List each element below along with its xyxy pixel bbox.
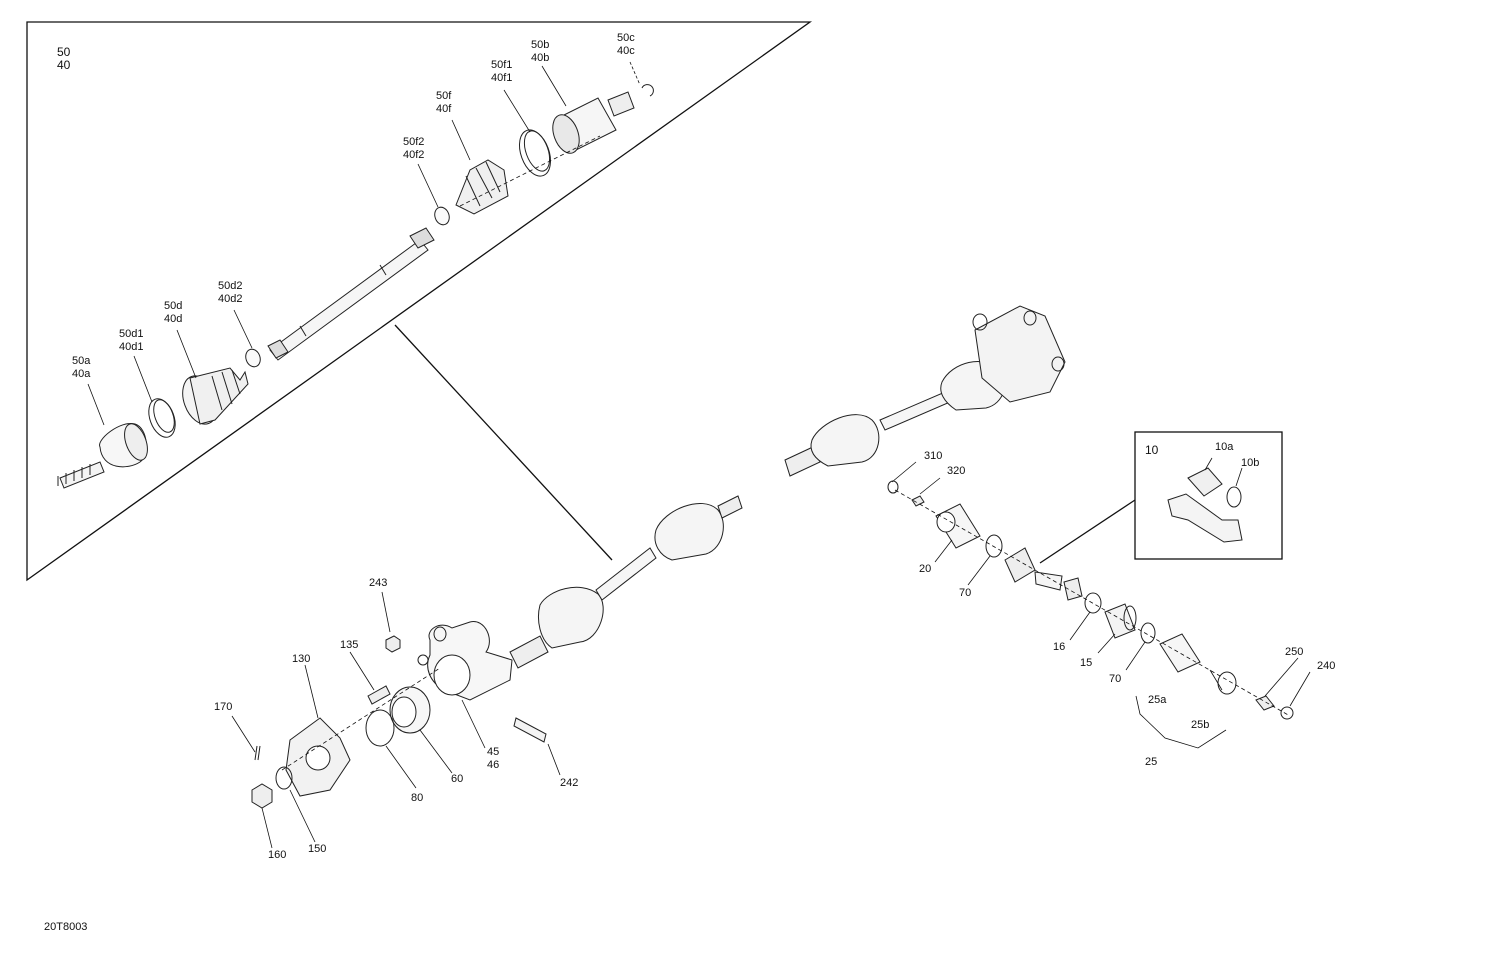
washer-150	[275, 766, 293, 790]
inset-leader-line	[394, 324, 613, 561]
callout-70-a: 70	[959, 587, 972, 599]
cotter-pin-170	[254, 745, 261, 761]
callout-243: 243	[369, 577, 388, 589]
nut-243	[385, 635, 401, 653]
bolt-135	[367, 685, 391, 705]
inner-cv-joint	[552, 91, 635, 154]
bolt-242	[513, 717, 547, 743]
callout-160: 160	[268, 849, 287, 861]
nut-160	[251, 783, 273, 809]
diagram-reference-code: 20T8003	[44, 921, 88, 933]
axle-shaft-bar	[269, 239, 429, 361]
clamp-50f2	[434, 206, 450, 226]
circlip-50c	[641, 84, 654, 97]
bolt-250	[1255, 695, 1275, 711]
inset-leader-lines	[87, 61, 641, 426]
knuckle-assembly	[417, 621, 513, 701]
center-leader-lines	[231, 591, 561, 849]
right-leader-lines	[891, 457, 1311, 749]
sleeve-25a	[1159, 633, 1201, 673]
clamp-50d2	[245, 348, 261, 368]
bolt-320	[911, 495, 925, 507]
circlip-80	[365, 709, 395, 747]
callout-20: 20	[919, 563, 932, 575]
ring-10b	[1226, 486, 1242, 508]
callout-170: 170	[214, 701, 233, 713]
washer-240	[1280, 706, 1294, 720]
callout-80: 80	[411, 792, 424, 804]
callout-130: 130	[292, 653, 311, 665]
callout-25: 25	[1145, 756, 1158, 768]
ring-70-b	[1140, 622, 1156, 644]
callout-70-b: 70	[1109, 673, 1122, 685]
callout-250: 250	[1285, 646, 1304, 658]
assembled-axle	[509, 495, 743, 669]
boot-50f	[455, 159, 509, 215]
callout-240: 240	[1317, 660, 1336, 672]
shaft-detail-inset-frame	[26, 21, 813, 582]
ring-70-a	[985, 534, 1003, 558]
coupler-15	[1104, 603, 1137, 639]
ring-16	[1084, 592, 1102, 614]
callout-242: 242	[560, 777, 579, 789]
detail-10-parts	[1167, 467, 1243, 543]
callout-15: 15	[1080, 657, 1093, 669]
hub-130	[285, 717, 351, 797]
callout-150: 150	[308, 843, 327, 855]
callout-25b: 25b	[1191, 719, 1210, 731]
detail-10-leader-line	[1039, 499, 1136, 564]
callout-320: 320	[947, 465, 966, 477]
bearing-60	[389, 686, 431, 734]
detail-10-inset-frame	[1134, 431, 1283, 560]
callout-135: 135	[340, 639, 359, 651]
front-differential-axle	[784, 305, 1066, 477]
callout-10: 10	[1145, 443, 1159, 457]
callout-310: 310	[924, 450, 943, 462]
clamp-50d1	[148, 398, 176, 438]
callout-10a: 10a	[1215, 441, 1234, 453]
callout-16: 16	[1053, 641, 1066, 653]
ring-25b	[1217, 671, 1237, 695]
outer-cv-joint	[57, 423, 148, 489]
callout-10b: 10b	[1241, 457, 1260, 469]
coupling-shaft	[1004, 547, 1083, 601]
clamp-50f1	[518, 129, 552, 177]
exploded-axle-shaft	[57, 84, 654, 489]
callout-60: 60	[451, 773, 464, 785]
boot-50d	[182, 367, 249, 425]
callout-25a: 25a	[1148, 694, 1167, 706]
